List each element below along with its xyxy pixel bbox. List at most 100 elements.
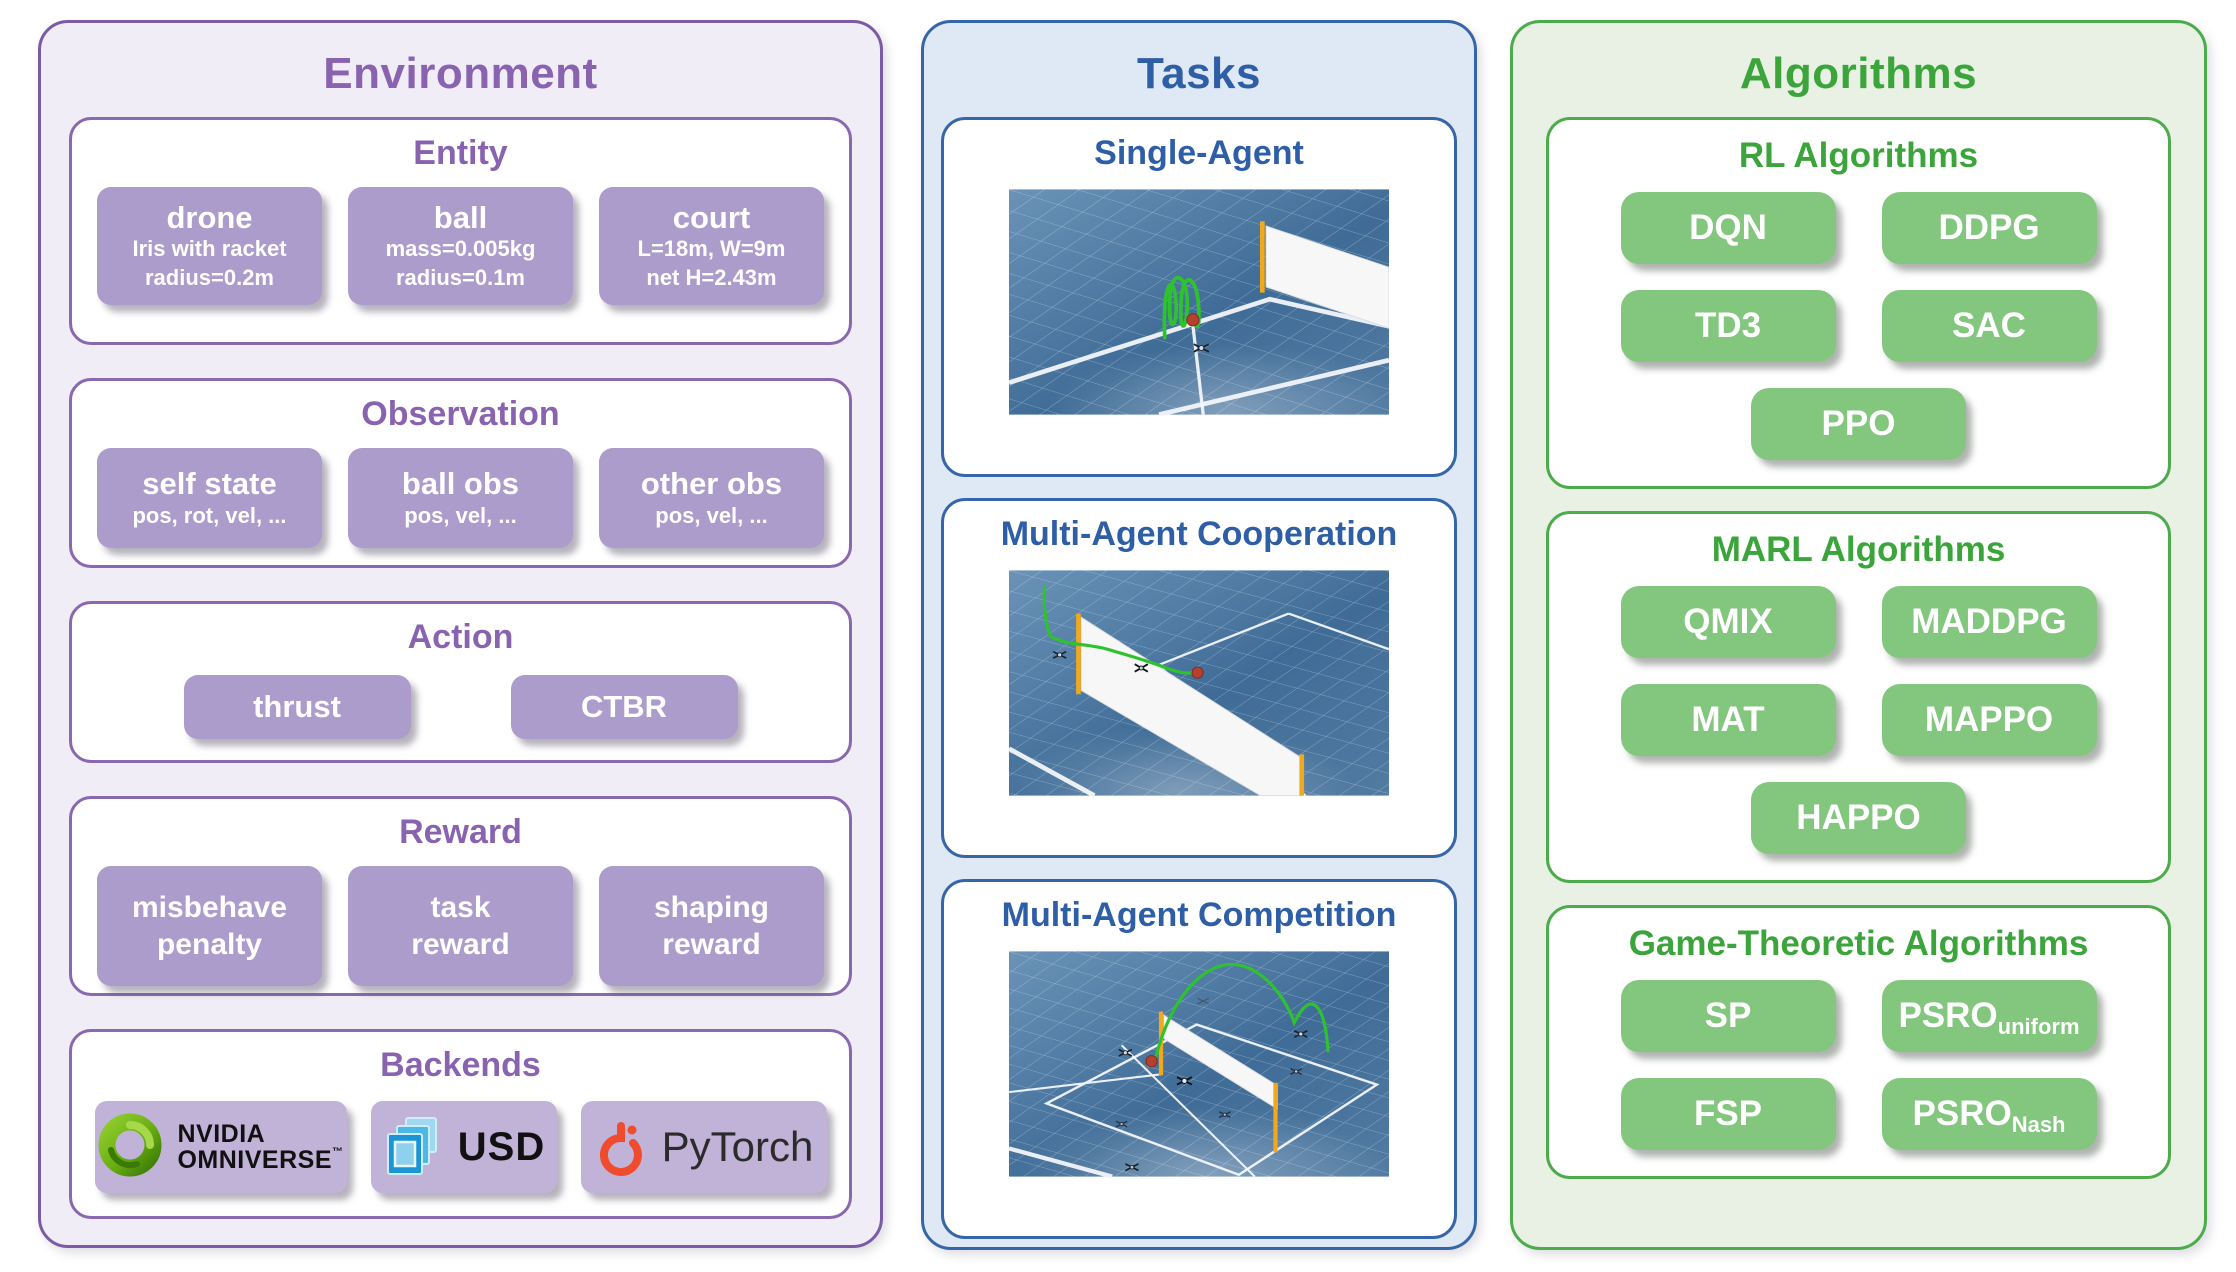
usd-icon: [382, 1112, 444, 1183]
action-section: Action thrust CTBR: [69, 601, 852, 763]
drone-icon: [1052, 650, 1067, 659]
ctbr-chip: CTBR: [510, 675, 738, 739]
marl-algorithms-title: MARL Algorithms: [1711, 530, 2006, 569]
single-agent-card: Single-Agent: [941, 117, 1457, 477]
rl-algorithms-title: RL Algorithms: [1738, 136, 1979, 175]
fsp-chip: FSP: [1620, 1078, 1836, 1150]
net: [1259, 221, 1389, 329]
multi-agent-cooperation-scene: [1009, 570, 1389, 802]
multi-agent-competition-label: Multi-Agent Competition: [1001, 896, 1397, 934]
shaping-reward-line2: reward: [662, 928, 761, 961]
td3-chip: TD3: [1620, 290, 1836, 362]
backends-section: Backends: [69, 1029, 852, 1219]
maddpg-chip: MADDPG: [1881, 586, 2097, 658]
drone-icon: [1193, 343, 1210, 353]
ball-chip-title: ball: [433, 199, 488, 235]
marl-algorithms-rows: QMIX MADDPG MAT MAPPO HAPPO: [1549, 580, 2168, 880]
task-reward-line2: reward: [411, 928, 510, 961]
task-reward-chip: task reward: [348, 866, 573, 986]
action-section-title: Action: [407, 618, 514, 656]
misbehave-penalty-chip: misbehave penalty: [97, 866, 322, 986]
nvidia-omniverse-icon: [97, 1112, 163, 1183]
drone-icon: [1134, 663, 1149, 673]
multi-agent-competition-scene: [1009, 951, 1389, 1183]
tasks-body: Single-Agent: [924, 117, 1474, 1239]
ppo-chip: PPO: [1751, 388, 1966, 460]
sac-chip: SAC: [1881, 290, 2097, 362]
drone-chip-title: drone: [166, 199, 253, 235]
drone-icon: [1115, 1120, 1128, 1128]
shaping-reward-chip: shaping reward: [599, 866, 824, 986]
marl-algorithms-card: MARL Algorithms QMIX MADDPG MAT MAPPO HA…: [1546, 511, 2171, 883]
self-state-chip: self state pos, rot, vel, ...: [97, 448, 322, 548]
mappo-chip: MAPPO: [1881, 684, 2097, 756]
other-obs-chip: other obs pos, vel, ...: [599, 448, 824, 548]
nvidia-omniverse-chip: NVIDIA OMNIVERSE™: [94, 1101, 347, 1193]
reward-chip-row: misbehave penalty task reward shaping re…: [72, 858, 849, 986]
misbehave-penalty-line1: misbehave: [131, 890, 288, 924]
drone-icon: [1293, 1029, 1308, 1039]
mat-chip: MAT: [1620, 684, 1836, 756]
algorithms-panel: Algorithms RL Algorithms DQN DDPG TD3 SA…: [1510, 20, 2207, 1250]
rl-algorithms-card: RL Algorithms DQN DDPG TD3 SAC PPO: [1546, 117, 2171, 489]
net: [1076, 613, 1305, 797]
drone-chip: drone Iris with racket radius=0.2m: [97, 187, 322, 305]
single-agent-scene: [1009, 189, 1389, 421]
drone-icon: [1176, 1076, 1193, 1086]
drone-icon: [1197, 997, 1210, 1005]
qmix-chip: QMIX: [1620, 586, 1836, 658]
sp-chip: SP: [1620, 980, 1836, 1052]
environment-title: Environment: [323, 49, 598, 98]
court-lines: [1009, 296, 1389, 417]
court-chip-line2: net H=2.43m: [646, 264, 777, 290]
ddpg-chip: DDPG: [1881, 192, 2097, 264]
backends-chip-row: NVIDIA OMNIVERSE™: [72, 1091, 849, 1193]
nvidia-omniverse-label: NVIDIA OMNIVERSE™: [177, 1119, 344, 1174]
algorithms-title: Algorithms: [1739, 49, 1978, 98]
single-agent-label: Single-Agent: [1094, 134, 1304, 172]
drone-chip-line1: Iris with racket: [132, 236, 287, 262]
other-obs-chip-line1: pos, vel, ...: [655, 502, 768, 528]
observation-section-title: Observation: [361, 395, 560, 433]
ball-obs-chip-line1: pos, vel, ...: [404, 502, 517, 528]
drone-chip-line2: radius=0.2m: [144, 264, 274, 290]
court-chip: court L=18m, W=9m net H=2.43m: [599, 187, 824, 305]
algorithms-body: RL Algorithms DQN DDPG TD3 SAC PPO: [1513, 117, 2204, 1179]
pytorch-label: PyTorch: [661, 1123, 814, 1170]
environment-panel: Environment Entity drone Iris with racke…: [38, 20, 883, 1248]
observation-section: Observation self state pos, rot, vel, ..…: [69, 378, 852, 568]
usd-chip: USD: [370, 1101, 557, 1193]
thrust-chip: thrust: [183, 675, 411, 739]
ball: [1186, 313, 1200, 327]
thrust-chip-title: thrust: [253, 689, 341, 725]
reward-section-title: Reward: [399, 813, 522, 851]
pytorch-icon: [594, 1114, 648, 1181]
drone-icon: [1218, 1111, 1231, 1119]
trajectory: [1162, 275, 1201, 340]
other-obs-chip-title: other obs: [640, 465, 783, 501]
court-chip-line1: L=18m, W=9m: [637, 236, 786, 262]
drone-icon: [1118, 1048, 1133, 1057]
court-lines: [1009, 1023, 1380, 1179]
ctbr-chip-title: CTBR: [580, 689, 668, 725]
multi-agent-competition-card: Multi-Agent Competition: [941, 879, 1457, 1239]
drone-icon: [1124, 1163, 1139, 1172]
rl-algorithms-rows: DQN DDPG TD3 SAC PPO: [1549, 186, 2168, 486]
ball-obs-chip-title: ball obs: [401, 465, 520, 501]
game-theoretic-algorithms-title: Game-Theoretic Algorithms: [1628, 924, 2089, 963]
ball: [1191, 666, 1204, 679]
action-chip-row: thrust CTBR: [72, 663, 849, 739]
usd-label: USD: [457, 1124, 546, 1169]
entity-section: Entity drone Iris with racket radius=0.2…: [69, 117, 852, 345]
happo-chip: HAPPO: [1751, 782, 1966, 854]
self-state-chip-title: self state: [142, 465, 277, 501]
entity-chip-row: drone Iris with racket radius=0.2m ball …: [72, 179, 849, 305]
tasks-title: Tasks: [1137, 49, 1261, 98]
ball-chip-line2: radius=0.1m: [395, 264, 525, 290]
tasks-panel: Tasks Single-Agent: [921, 20, 1477, 1250]
